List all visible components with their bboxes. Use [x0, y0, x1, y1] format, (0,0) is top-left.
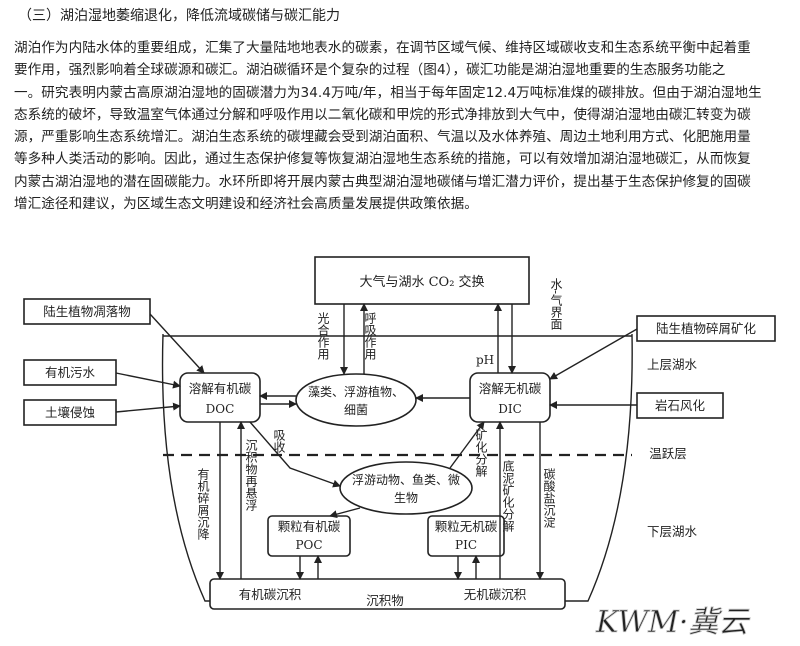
land-litter-box: [23, 298, 151, 325]
flow-arrows: [115, 303, 638, 580]
atmosphere-box: [314, 256, 530, 305]
sed-resuspend-label: 沉积物再悬浮: [244, 439, 258, 511]
pic-abbr: PIC: [455, 538, 477, 552]
paragraph-line: 内蒙古湖泊湿地的潜在固碳能力。水环所即将开展内蒙古典型湖泊湿地碳储与增汇潜力评价…: [14, 173, 751, 190]
dic-title: 溶解无机碳: [479, 381, 542, 396]
photosynthesis-label: 光合作用: [316, 312, 330, 361]
bottom-mud-label: 底泥矿化分解: [501, 459, 515, 533]
section-title: （三）湖泊湿地萎缩退化，降低流域碳储与碳汇能力: [18, 8, 340, 24]
sediment-main-label: 沉积物: [366, 593, 404, 608]
dic-abbr: DIC: [498, 402, 522, 416]
algae-ellipse: [295, 373, 417, 427]
sediment-inorganic-label: 无机碳沉积: [464, 587, 527, 602]
body-paragraph: 湖泊作为内陆水体的重要组成，汇集了大量陆地地表水的碳素，在调节区域气候、维持区域…: [14, 37, 784, 215]
poc-abbr: POC: [295, 538, 322, 552]
soil-erosion-label: 土壤侵蚀: [45, 405, 95, 420]
sediment-box: [209, 578, 566, 610]
paragraph-line: 源，严重影响生态系统增汇。湖泊生态系统的碳埋藏会受到湖泊面积、气温以及水体养殖、…: [14, 129, 751, 146]
sediment-organic-label: 有机碳沉积: [239, 587, 302, 602]
land-litter-label: 陆生植物凋落物: [43, 304, 131, 319]
poc-box: [267, 515, 351, 557]
paragraph-line: 增汇途径和建议，为区域生态文明建设和经济社会高质量发展提供政策依据。: [14, 196, 478, 213]
pic-box: [427, 515, 505, 557]
absorb-label: 吸收: [272, 429, 286, 454]
paragraph-line: 湖泊作为内陆水体的重要组成，汇集了大量陆地地表水的碳素，在调节区域气候、维持区域…: [14, 40, 751, 56]
ph-label: pH: [476, 353, 494, 367]
algae-label-line1: 藻类、浮游植物、: [308, 384, 404, 399]
rock-weathering-label: 岩石风化: [655, 398, 706, 413]
upper-lake-label: 上层湖水: [647, 357, 698, 372]
atmosphere-label: 大气与湖水 CO₂ 交换: [359, 274, 484, 290]
lower-lake-label: 下层湖水: [647, 524, 698, 539]
zooplankton-label-line1: 浮游动物、鱼类、微: [352, 473, 460, 487]
interface-label: 水-气界面: [549, 278, 563, 331]
watermark: KWM·冀云: [595, 605, 750, 640]
land-detritus-label: 陆生植物碎屑矿化: [656, 321, 757, 336]
carbon-cycle-diagram: 大气与湖水 CO₂ 交换 水-气界面 陆生植物凋落物 有机污水 土壤侵蚀 陆生植…: [23, 256, 776, 640]
paragraph-line: 等多种人类活动的影响。因此，通过生态保护修复等恢复湖泊湿地生态系统的措施，可以有…: [14, 151, 751, 168]
carbonate-settle-label: 碳酸盐沉淀: [542, 468, 556, 529]
zooplankton-ellipse: [339, 461, 473, 515]
rock-weathering-box: [636, 392, 724, 419]
paragraph-line: 态系统的破坏，导致温室气体通过分解和呼吸作用以二氧化碳和甲烷的形式净排放到大气中…: [14, 106, 751, 123]
thermocline-label: 温跃层: [649, 446, 687, 461]
paragraph-line: 一。研究表明内蒙古高原湖泊湿地的固碳潜力为34.4万吨/年，相当于每年固定12.…: [14, 84, 762, 101]
organic-detritus-settle-label: 有机碎屑沉降: [196, 468, 210, 540]
soil-erosion-box: [23, 399, 117, 426]
algae-label-line2: 细菌: [344, 403, 368, 417]
pic-title: 颗粒无机碳: [435, 519, 498, 534]
land-detritus-box: [636, 315, 776, 342]
organic-sewage-label: 有机污水: [45, 365, 96, 380]
organic-sewage-box: [23, 359, 117, 386]
zooplankton-label-line2: 生物: [394, 491, 418, 505]
mineral-decomp-label: 矿化分解: [474, 429, 488, 478]
respiration-label: 呼吸作用: [363, 312, 377, 361]
paragraph-line: 要作用，强烈影响着全球碳源和碳汇。湖泊碳循环是个复杂的过程（图4），碳汇功能是湖…: [14, 62, 726, 79]
poc-title: 颗粒有机碳: [278, 519, 341, 534]
doc-abbr: DOC: [206, 402, 235, 416]
doc-title: 溶解有机碳: [189, 381, 252, 396]
